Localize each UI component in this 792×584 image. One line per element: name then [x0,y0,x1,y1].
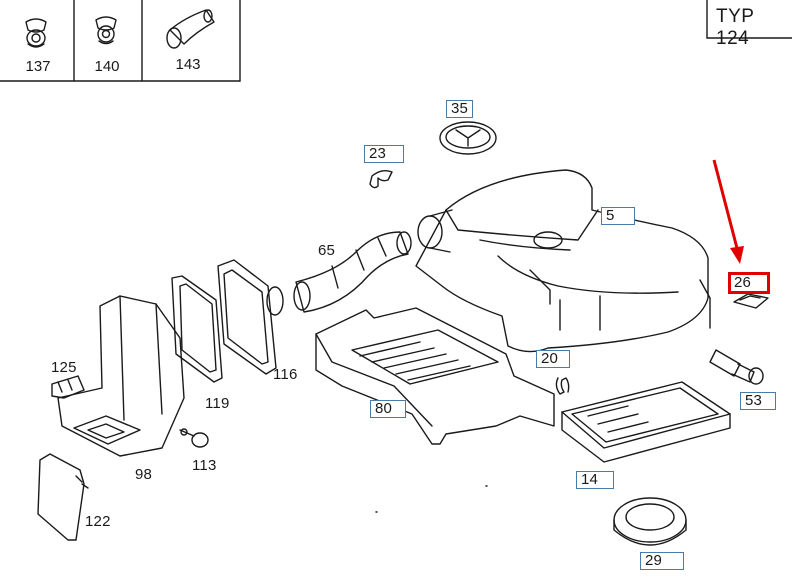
part-122-cover [37,453,89,541]
callout-14[interactable]: 14 [576,471,614,489]
type-label: TYP 124 [716,6,755,49]
callout-23[interactable]: 23 [364,145,404,163]
part-119-frame [171,275,223,383]
callout-122[interactable]: 122 [85,513,111,530]
header-part-number: 137 [25,58,51,75]
part-5-air-filter-housing [415,169,711,353]
callout-26[interactable]: 26 [728,272,770,294]
callout-119[interactable]: 119 [205,395,230,412]
callout-29[interactable]: 29 [640,552,684,570]
part-113-bolt [179,428,209,448]
part-125-clip [51,375,85,399]
callout-80[interactable]: 80 [370,400,406,418]
part-23-clip [369,169,393,189]
part-20-clip [555,377,570,395]
intake-sleeve-icon [166,9,215,49]
part-80-panel [315,307,555,445]
header-table [0,0,792,82]
part-26-clip [733,293,769,309]
callout-20[interactable]: 20 [536,350,570,368]
header-part-number: 140 [94,58,120,75]
callout-35[interactable]: 35 [446,100,474,118]
callout-53[interactable]: 53 [740,392,776,410]
part-35-cap [439,121,497,155]
print-specks [375,485,488,513]
part-65-intake-hose [293,231,412,313]
part-29-seal-ring [613,497,687,546]
callout-125[interactable]: 125 [51,359,77,376]
part-116-gasket [217,259,284,375]
callout-113[interactable]: 113 [192,457,217,474]
header-part-number: 143 [175,56,201,73]
callout-98[interactable]: 98 [135,466,153,483]
callout-5[interactable]: 5 [601,207,635,225]
part-14-filter-element [561,381,731,463]
grommet-icon [95,16,117,45]
grommet-icon [25,18,47,48]
part-53-sensor [709,349,764,385]
callout-65[interactable]: 65 [318,242,336,259]
callout-116[interactable]: 116 [273,366,298,383]
red-arrow-icon [712,159,744,264]
